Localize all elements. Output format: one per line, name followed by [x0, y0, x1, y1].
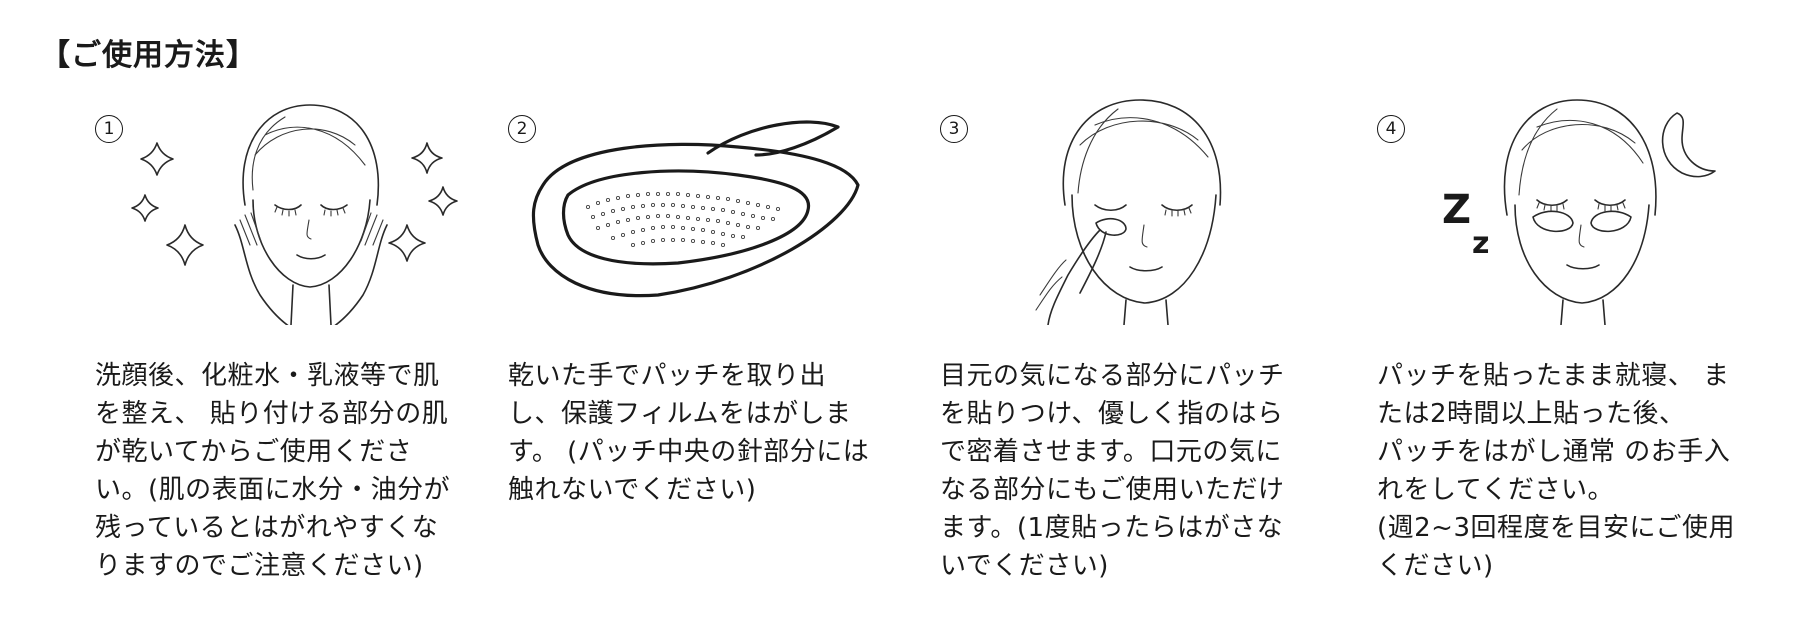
step-3-description: 目元の気になる部分にパッチ を貼りつけ、優しく指のはら で密着させます。口元の気… — [940, 361, 1285, 581]
face-hands-sparkles-icon — [131, 104, 458, 325]
step-number-2: 2 — [508, 115, 536, 143]
face-applying-patch-icon — [1035, 99, 1222, 325]
step-2: 2 乾いた手でパッチを取り出 し、保護フィルムをはがしま す。 (パッチ中央の針… — [508, 95, 908, 615]
sleep-z-small: z — [1472, 226, 1489, 261]
step-number-1: 1 — [95, 115, 123, 143]
step-number-3: 3 — [940, 115, 968, 143]
step-1: 1 洗顔後、化粧水・乳液等で肌 を整え、 貼り付ける部分の肌 が乾いてからご使用… — [95, 95, 495, 615]
step-3: 3 目元の気になる部分にパッチ を貼りつけ、優しく指のはら で密着させます。口元… — [940, 95, 1340, 615]
step-2-description: 乾いた手でパッチを取り出 し、保護フィルムをはがしま す。 (パッチ中央の針部分… — [508, 361, 870, 505]
step-4: 4 Z z パッチを貼ったまま就寝、 ま たは2時間以上貼った後、 パッチをはが… — [1377, 95, 1777, 615]
step-1-description: 洗顔後、化粧水・乳液等で肌 を整え、 貼り付ける部分の肌 が乾いてからご使用くだ… — [95, 361, 451, 581]
step-4-description: パッチを貼ったまま就寝、 ま たは2時間以上貼った後、 パッチをはがし通常 のお… — [1377, 361, 1735, 581]
sleep-z-large: Z — [1442, 187, 1471, 233]
moon-icon — [1661, 112, 1716, 178]
page-title: 【ご使用方法】 — [40, 38, 257, 73]
step-number-4: 4 — [1377, 115, 1405, 143]
patch-peel-icon — [531, 120, 860, 298]
face-sleeping-patches-icon: Z z — [1442, 99, 1716, 325]
